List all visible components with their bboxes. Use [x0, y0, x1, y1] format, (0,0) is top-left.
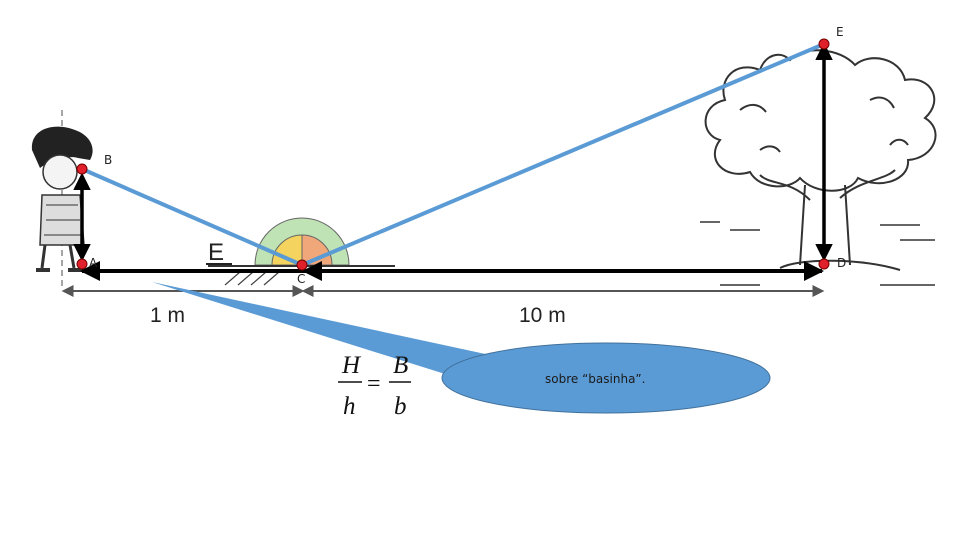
points [76, 38, 830, 271]
point-C [296, 259, 308, 271]
point-A [76, 258, 88, 270]
callout-bubble: sobre “basinha”. [152, 282, 771, 414]
formula-h: h [343, 393, 356, 420]
formula-H: H [341, 352, 362, 379]
label-C: C [297, 272, 305, 286]
formula-B: B [393, 352, 408, 379]
proportion-formula: H h = B b [338, 352, 411, 420]
label-D: D [837, 256, 846, 270]
formula-b: b [394, 393, 407, 420]
label-B: B [104, 153, 112, 167]
distance-label-right: 10 m [519, 304, 566, 327]
formula-equals: = [367, 371, 381, 397]
protractor [254, 217, 350, 266]
tree-illustration [700, 49, 937, 286]
point-E [818, 38, 830, 50]
ray-incident [81, 167, 303, 267]
point-B [76, 163, 88, 175]
callout-text: sobre “basinha”. [545, 372, 645, 386]
observer-illustration [31, 110, 93, 290]
point-D [818, 258, 830, 270]
distance-label-left: 1 m [150, 304, 185, 327]
mirror-label: E [208, 239, 224, 266]
label-E: E [836, 25, 844, 39]
ray-reflected [301, 42, 825, 267]
label-A: A [89, 256, 98, 270]
